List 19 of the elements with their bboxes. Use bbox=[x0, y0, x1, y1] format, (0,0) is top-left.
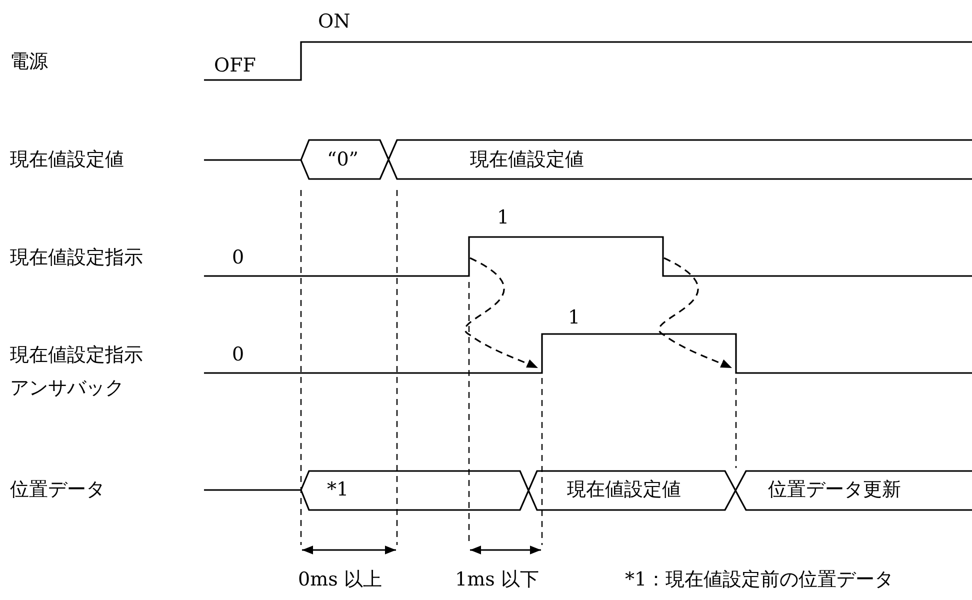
bus-value: 現在値設定値 bbox=[567, 478, 681, 502]
footnote: *1：現在値設定前の位置データ bbox=[625, 568, 894, 592]
level-label: 0 bbox=[232, 246, 244, 270]
level-label: OFF bbox=[214, 54, 256, 78]
level-label: 1 bbox=[497, 206, 510, 230]
bus-value: “0” bbox=[327, 148, 359, 172]
level-label: ON bbox=[318, 10, 350, 34]
signal-name: 現在値設定指示アンサバック bbox=[10, 343, 144, 401]
dimension-label: 1ms 以下 bbox=[455, 568, 539, 592]
bus-value: 現在値設定値 bbox=[470, 148, 584, 172]
level-label: 0 bbox=[232, 344, 244, 366]
bus-value: *1 bbox=[327, 478, 349, 502]
dimension-label: 0ms 以上 bbox=[298, 568, 382, 592]
signal-name: 現在値設定指示 bbox=[10, 246, 143, 270]
level-label: 1 bbox=[568, 306, 580, 330]
signal-name: 現在値設定値 bbox=[10, 148, 124, 172]
signal-name: 電源 bbox=[10, 50, 48, 74]
bus-value: 位置データ更新 bbox=[768, 478, 901, 502]
signal-name: 位置データ bbox=[10, 478, 105, 502]
